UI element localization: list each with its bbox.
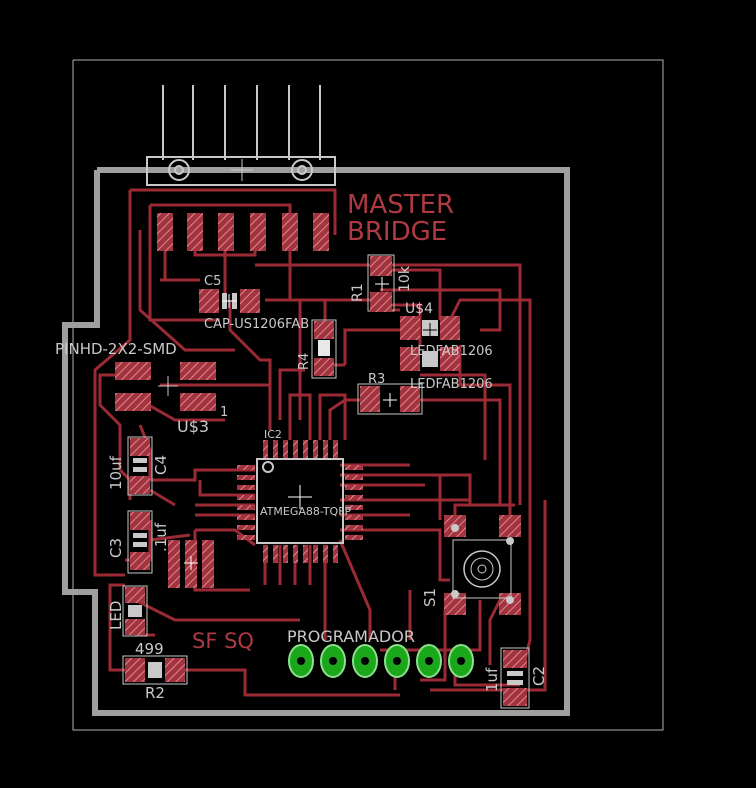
r4-footprint bbox=[311, 319, 337, 379]
r1-footprint bbox=[367, 254, 395, 312]
label-r1: R1 bbox=[350, 283, 366, 302]
label-pin-1: 1 bbox=[220, 405, 228, 420]
label-s1: S1 bbox=[421, 588, 439, 607]
label-led-fab-2: LEDFAB1206 bbox=[410, 377, 493, 392]
c2-footprint bbox=[500, 647, 530, 709]
label-c4: C4 bbox=[152, 455, 170, 475]
pinhd-footprint bbox=[115, 362, 216, 411]
label-r2-value: 499 bbox=[135, 640, 164, 658]
u4-led-footprint bbox=[400, 316, 460, 371]
label-mcu-package: ATMEGA88-TQFP bbox=[260, 505, 352, 518]
s1-switch-footprint bbox=[444, 515, 521, 615]
label-c5-package: CAP-US1206FAB bbox=[204, 317, 309, 332]
top-pin-header bbox=[146, 85, 336, 186]
c3-footprint bbox=[127, 510, 153, 574]
label-ic2: IC2 bbox=[264, 428, 282, 441]
board-outline bbox=[62, 167, 570, 716]
label-c4-value: 10uf bbox=[107, 455, 125, 490]
c5-footprint bbox=[199, 289, 260, 313]
label-u3: U$3 bbox=[177, 417, 209, 436]
dimension-outline bbox=[72, 59, 664, 731]
label-c3: C3 bbox=[107, 538, 125, 558]
label-led: LED bbox=[107, 601, 125, 630]
label-r2: R2 bbox=[145, 684, 165, 702]
label-pinhd: PINHD-2X2-SMD bbox=[55, 340, 177, 358]
c4-footprint bbox=[127, 436, 153, 496]
r2-footprint bbox=[122, 655, 188, 685]
label-c2: C2 bbox=[530, 666, 548, 686]
traces bbox=[93, 188, 547, 700]
label-sf-sq: SF SQ bbox=[192, 629, 254, 653]
label-led-fab-1: LEDFAB1206 bbox=[410, 344, 493, 359]
label-u4: U$4 bbox=[405, 301, 433, 317]
label-c5: C5 bbox=[204, 274, 221, 289]
label-c2-value: 1uf bbox=[483, 667, 501, 692]
label-r3: R3 bbox=[368, 372, 385, 387]
ic2-mcu-footprint bbox=[237, 440, 363, 563]
label-programador: PROGRAMADOR bbox=[287, 627, 415, 646]
label-master: MASTER bbox=[347, 190, 454, 220]
header-pads bbox=[157, 213, 329, 251]
label-bridge: BRIDGE bbox=[347, 217, 447, 247]
led-footprint bbox=[122, 585, 148, 637]
r3-footprint bbox=[357, 383, 423, 415]
label-r4: R4 bbox=[297, 353, 312, 370]
programador-header bbox=[288, 644, 474, 678]
label-c3-value: .1uf bbox=[152, 522, 170, 552]
label-r1-value: 10k bbox=[397, 265, 413, 292]
